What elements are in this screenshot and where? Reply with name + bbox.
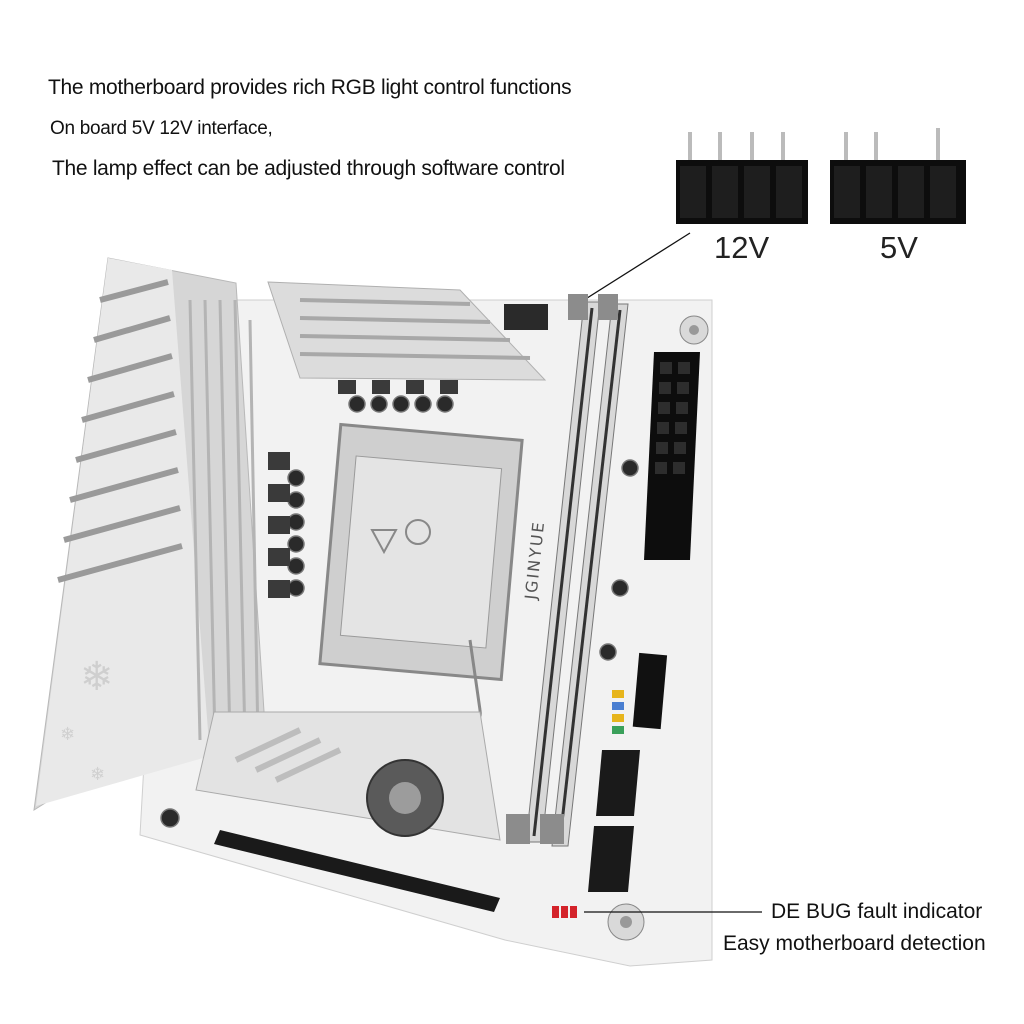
headline-line-1: The motherboard provides rich RGB light … bbox=[48, 76, 572, 99]
svg-text:❄: ❄ bbox=[80, 654, 114, 700]
m2-heatsink bbox=[195, 711, 501, 841]
headline-line-2: On board 5V 12V interface, bbox=[50, 118, 273, 139]
debug-title: DE BUG fault indicator bbox=[771, 900, 983, 923]
atx-24pin-connector bbox=[644, 352, 700, 560]
debug-leds bbox=[552, 906, 577, 918]
motherboard: ❄ ❄ ❄ bbox=[33, 257, 713, 967]
io-heatsink: ❄ ❄ ❄ bbox=[33, 257, 267, 811]
svg-text:❄: ❄ bbox=[90, 764, 105, 785]
label-12v: 12V bbox=[714, 230, 770, 265]
pcie-slot bbox=[214, 830, 500, 912]
connector-5v-illustration bbox=[830, 128, 966, 224]
ram-slots bbox=[506, 294, 629, 847]
rgb-header-top bbox=[504, 304, 548, 330]
label-5v: 5V bbox=[880, 230, 918, 265]
vrm-heatsink bbox=[267, 281, 547, 381]
headline-line-3: The lamp effect can be adjusted through … bbox=[52, 157, 565, 180]
debug-subtitle: Easy motherboard detection bbox=[723, 932, 986, 955]
svg-text:❄: ❄ bbox=[60, 724, 75, 745]
connector-12v-illustration bbox=[676, 132, 808, 224]
